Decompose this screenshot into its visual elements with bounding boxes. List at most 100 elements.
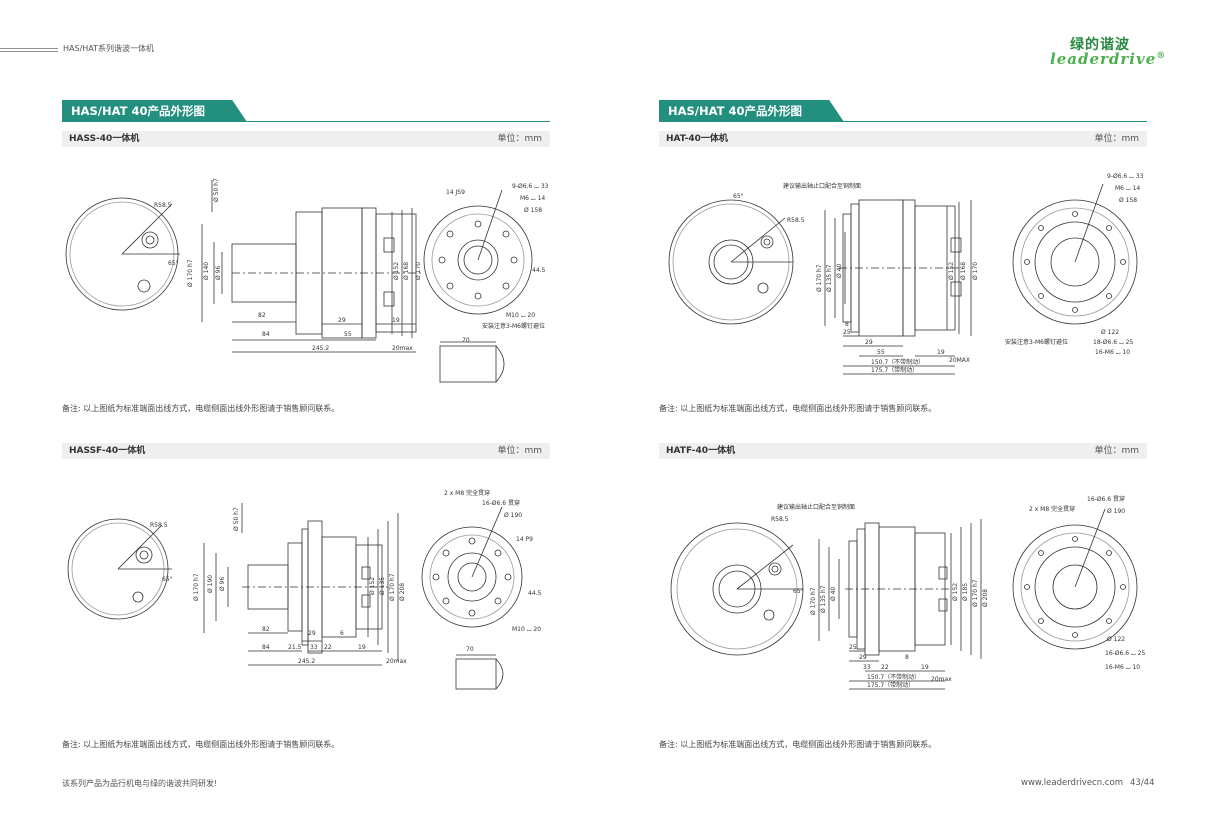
section-banner: HAS/HAT 40产品外形图: [659, 100, 844, 122]
dim-label: 65°: [733, 193, 744, 200]
model-title: HASS-40一体机: [69, 134, 140, 144]
dim-label: 6: [340, 630, 344, 637]
section-banner-row: HAS/HAT 40产品外形图: [62, 100, 550, 122]
callout-label: 16-M6 ⌴ 10: [1105, 664, 1140, 671]
dim-label: Ø 152: [369, 577, 376, 595]
dim-label: Ø 40: [836, 264, 843, 278]
dim-label: 29: [308, 630, 316, 637]
dim-label: R58.5: [150, 522, 168, 529]
header-rule: [0, 48, 58, 49]
callout-label: M6 ⌴ 14: [1115, 185, 1140, 192]
model-subheader: HAT-40一体机 单位：mm: [659, 131, 1147, 147]
callout-label: M10 ⌴ 20: [512, 626, 541, 633]
model-title: HASSF-40一体机: [69, 446, 146, 456]
dim-label: Ø 96: [219, 577, 226, 591]
callout-label: Ø 122: [1107, 636, 1125, 643]
dim-label: Ø 40: [830, 587, 837, 601]
dim-label: Ø 208: [982, 589, 989, 607]
dim-label: 20max: [931, 676, 952, 683]
footer-statement: 该系列产品为品行机电与绿的谐波共同研发!: [62, 779, 218, 788]
drawing-hassf-40: R58.5 65° 82 84 21.5 33 22 19 245.2 20ma…: [67, 489, 542, 690]
model-title: HATF-40一体机: [666, 446, 736, 456]
unit-label: 单位：mm: [1094, 134, 1139, 144]
dim-label: Ø 170: [415, 262, 422, 280]
footer-website-link[interactable]: www.leaderdrivecn.com: [1021, 778, 1123, 788]
dim-label: 65°: [793, 588, 804, 595]
dim-label: Ø 170: [972, 262, 979, 280]
callout-label: 建议输出轴止口配合至铜制面: [783, 182, 861, 190]
brand-logo: 绿的谐波 leaderdrive®: [1050, 34, 1170, 74]
drawing-hatf-40: R58.5 65° 25 29 33 22 19 8 150.7（不带制动） 1…: [670, 495, 1145, 690]
logo-chinese: 绿的谐波: [1070, 37, 1130, 53]
dim-label: R58.5: [154, 202, 172, 209]
model-subheader: HASSF-40一体机 单位：mm: [62, 443, 550, 459]
dim-label: 19: [921, 664, 929, 671]
logo-english: leaderdrive®: [1050, 50, 1166, 68]
page-number: 43/44: [1130, 778, 1155, 788]
dim-label: Ø 170 h7: [972, 579, 979, 607]
dim-label: 55: [877, 349, 885, 356]
model-subheader: HATF-40一体机 单位：mm: [659, 443, 1147, 459]
panel-hat-40: HAS/HAT 40产品外形图 HAT-40一体机 单位：mm: [659, 100, 1147, 413]
panel-note: 备注: 以上图纸为标准端面出线方式，电缆侧面出线外形图请于销售顾问联系。: [62, 404, 340, 413]
dim-label: Ø 152: [952, 583, 959, 601]
callout-label: 2 x M8 完全贯穿: [444, 489, 490, 497]
dim-label: Ø 135: [379, 577, 386, 595]
callout-label: 16-Ø6.6 贯穿: [482, 499, 520, 507]
callout-label: 建议输出轴止口配合至铜制面: [777, 503, 855, 511]
dim-label: 84: [262, 331, 270, 338]
callout-label: 18-Ø6.6 ⌴ 25: [1093, 339, 1133, 346]
dim-label: 19: [937, 349, 945, 356]
callout-label: 安装注意3-M6螺钉避位: [482, 322, 545, 330]
callout-label: 14 JS9: [446, 189, 465, 196]
dim-label: 84: [262, 644, 270, 651]
dim-label: 150.7（不带制动）: [871, 358, 924, 366]
dim-label: Ø 96: [215, 266, 222, 280]
dim-label: Ø 170 h7: [389, 573, 396, 601]
callout-label: 9-Ø6.6 ⌴ 33: [512, 183, 549, 190]
dim-label: 20MAX: [949, 357, 970, 364]
dim-label: 29: [865, 339, 873, 346]
header-rule: [0, 51, 58, 52]
dim-label: R58.5: [771, 516, 789, 523]
model-title: HAT-40一体机: [666, 134, 728, 144]
dim-label: Ø 170 h7: [193, 573, 200, 601]
callout-label: 16-Ø6.6 ⌴ 25: [1105, 650, 1145, 657]
logo-english-text: leaderdrive: [1050, 50, 1157, 68]
dim-label: Ø 135 h7: [820, 585, 827, 613]
dim-label: 175.7（带制动）: [867, 681, 914, 689]
page-header-title: HAS/HAT系列谐波一体机: [63, 44, 155, 53]
dim-label: Ø 170 h7: [816, 264, 823, 292]
dim-label: 25: [843, 329, 851, 336]
panel-note: 备注: 以上图纸为标准端面出线方式，电缆侧面出线外形图请于销售顾问联系。: [659, 404, 937, 413]
dim-label: 20max: [386, 658, 407, 665]
callout-label: M10 ⌴ 20: [506, 312, 535, 319]
dim-label: Ø 50 h7: [233, 507, 240, 531]
dim-label: 245.2: [312, 345, 329, 352]
dim-label: Ø 140: [203, 262, 210, 280]
callout-label: 安装注意3-M6螺钉避位: [1005, 338, 1068, 346]
model-subheader: HASS-40一体机 单位：mm: [62, 131, 550, 147]
dim-label: Ø 208: [399, 583, 406, 601]
dim-label: Ø 168: [403, 262, 410, 280]
panel-note: 备注: 以上图纸为标准端面出线方式，电缆侧面出线外形图请于销售顾问联系。: [62, 740, 340, 749]
panel-note: 备注: 以上图纸为标准端面出线方式，电缆侧面出线外形图请于销售顾问联系。: [659, 740, 937, 749]
dim-label: 55: [344, 331, 352, 338]
callout-label: 16-Ø6.6 贯穿: [1087, 495, 1125, 503]
dim-label: 70: [466, 646, 474, 653]
dim-label: 175.7（带制动）: [871, 366, 918, 374]
unit-label: 单位：mm: [1094, 446, 1139, 456]
dim-label: 245.2: [298, 658, 315, 665]
callout-label: M6 ⌴ 14: [520, 195, 545, 202]
dim-label: 29: [859, 654, 867, 661]
dim-label: 65°: [162, 576, 173, 583]
dim-label: Ø 152: [393, 262, 400, 280]
callout-label: 9-Ø6.6 ⌴ 33: [1107, 173, 1144, 180]
dim-label: 33: [863, 664, 871, 671]
dim-label: Ø 190: [207, 575, 214, 593]
dim-label: 20max: [392, 345, 413, 352]
dim-label: Ø 170 h7: [187, 259, 194, 287]
dim-label: 8: [905, 654, 909, 661]
callout-label: 2 x M8 完全贯穿: [1029, 505, 1075, 513]
dim-label: 8: [845, 321, 849, 328]
